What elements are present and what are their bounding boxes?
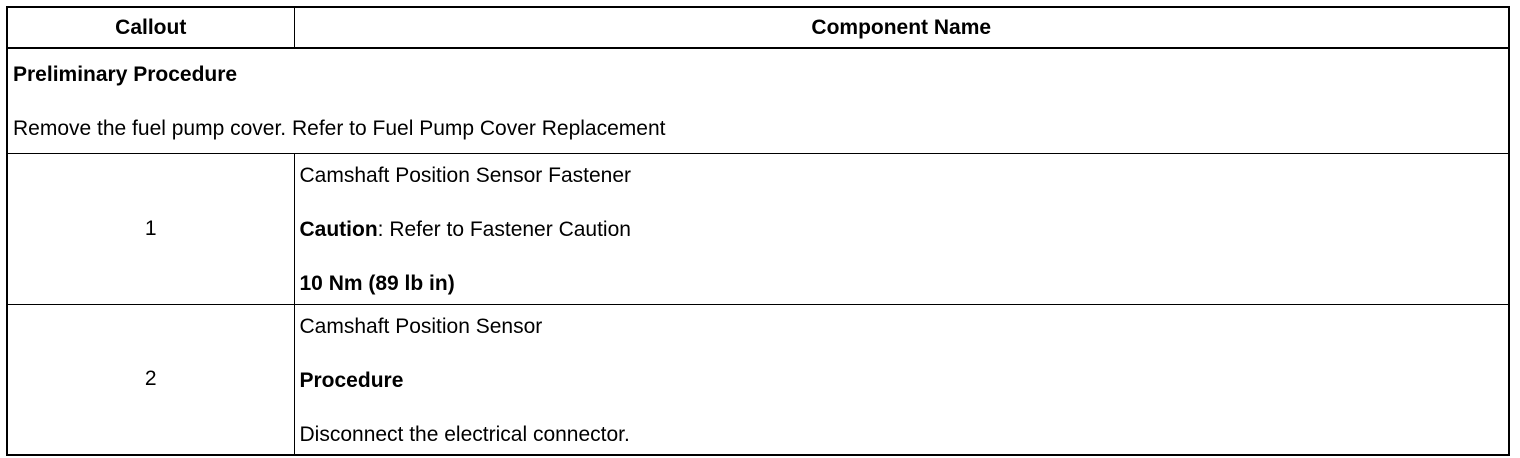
- procedure-label: Procedure: [299, 369, 404, 392]
- component-name: Camshaft Position Sensor: [299, 315, 543, 338]
- table-header-row: Callout Component Name: [6, 6, 1510, 49]
- table-row: 2 Camshaft Position Sensor Procedure Dis…: [6, 304, 1510, 455]
- component-table: Callout Component Name Preliminary Proce…: [6, 6, 1510, 456]
- preliminary-heading: Preliminary Procedure: [13, 63, 238, 86]
- header-component-name: Component Name: [293, 6, 1510, 49]
- caution-text: : Refer to Fastener Caution: [377, 218, 631, 241]
- torque-spec: 10 Nm (89 lb in): [299, 272, 455, 295]
- component-name: Camshaft Position Sensor Fastener: [299, 164, 632, 187]
- component-name-cell: Camshaft Position Sensor Procedure Disco…: [293, 304, 1510, 455]
- caution-line: Caution: Refer to Fastener Caution: [300, 216, 1509, 243]
- component-name-cell: Camshaft Position Sensor Fastener Cautio…: [293, 153, 1510, 305]
- table-row: 1 Camshaft Position Sensor Fastener Caut…: [6, 153, 1510, 305]
- callout-cell: 2: [6, 304, 295, 455]
- procedure-text: Disconnect the electrical connector.: [299, 423, 630, 446]
- caution-label: Caution: [299, 218, 378, 241]
- header-callout: Callout: [6, 6, 295, 49]
- preliminary-text: Remove the fuel pump cover. Refer to Fue…: [13, 117, 666, 140]
- callout-cell: 1: [6, 153, 295, 305]
- preliminary-cell: Preliminary Procedure Remove the fuel pu…: [6, 47, 1510, 154]
- preliminary-row: Preliminary Procedure Remove the fuel pu…: [6, 47, 1510, 154]
